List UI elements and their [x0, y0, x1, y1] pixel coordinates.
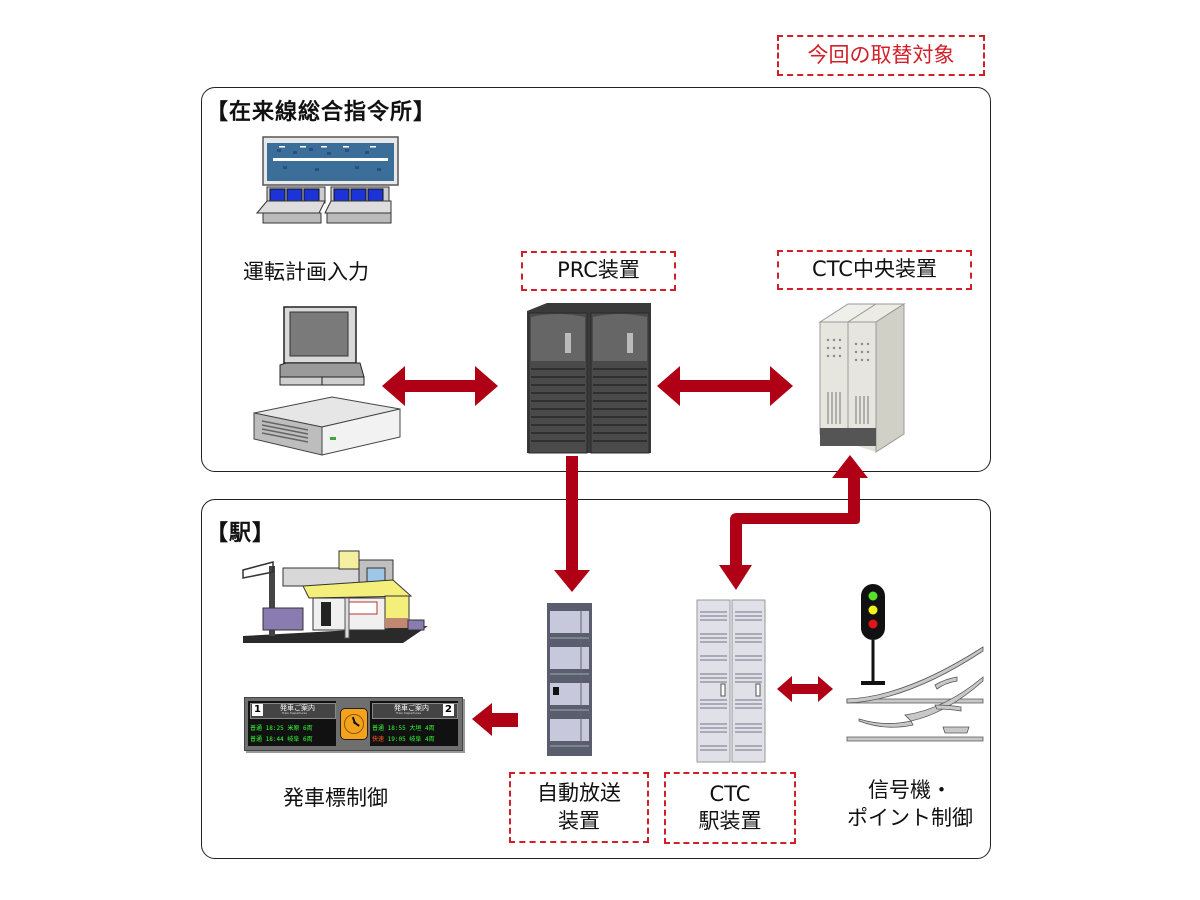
- signal-point-label-line2: ポイント制御: [847, 806, 973, 831]
- board-row-time: 18:25: [265, 725, 284, 732]
- railway-point-icon: [846, 646, 984, 742]
- ctc-central-server-icon: [818, 303, 906, 453]
- board-title-right: 発車ご案内: [394, 704, 429, 712]
- ctc-station-label-box: CTC 駅装置: [664, 772, 796, 844]
- auto-announcement-label-line1: 自動放送: [537, 781, 621, 806]
- server-box-icon: [253, 396, 401, 456]
- board-row-cars: 4両: [424, 736, 435, 743]
- ctc-station-label-line1: CTC: [709, 781, 751, 806]
- track-number-2: 2: [443, 704, 454, 716]
- departure-board-left: 1 発車ご案内 Train Departures 普通 18:25 米原 6両 …: [248, 701, 336, 746]
- board-subtitle-left: Train Departures: [282, 711, 307, 715]
- board-row-cars: 6両: [302, 725, 313, 732]
- replacement-target-legend: 今回の取替対象: [777, 35, 985, 76]
- board-row-time: 19:05: [387, 736, 406, 743]
- operation-plan-input-label: 運転計画入力: [243, 260, 369, 284]
- board-row-dest: 米原: [287, 725, 300, 732]
- ctc-central-device-label: CTC中央装置: [812, 257, 937, 282]
- clock-icon: [340, 708, 368, 740]
- signal-point-control-label: 信号機・ ポイント制御: [840, 776, 980, 833]
- station-panel: [201, 499, 991, 859]
- prc-device-label: PRC装置: [557, 258, 640, 283]
- departure-board-right: 2 発車ご案内 Train Departures 普通 18:55 大垣 4両 …: [370, 701, 458, 746]
- auto-announcement-label-box: 自動放送 装置: [509, 772, 649, 843]
- arrow-prc-auto-announcement: [554, 456, 590, 592]
- departure-board-icon: 1 発車ご案内 Train Departures 普通 18:25 米原 6両 …: [244, 697, 463, 751]
- board-row-type: 快速: [372, 736, 385, 743]
- ctc-station-rack-icon: [696, 599, 766, 763]
- ctc-station-label-line2: 駅装置: [698, 809, 762, 833]
- prc-device-label-box: PRC装置: [521, 251, 676, 291]
- ctc-central-device-label-box: CTC中央装置: [777, 250, 972, 290]
- board-row-type: 普通: [250, 736, 263, 743]
- board-subtitle-right: Train Departures: [396, 711, 421, 715]
- arrow-auto-announcement-board: [472, 703, 518, 736]
- legend-label: 今回の取替対象: [807, 42, 955, 67]
- arrow-ctc-central-ctc-station: [719, 455, 868, 590]
- board-row-cars: 6両: [302, 736, 313, 743]
- board-row-cars: 4両: [424, 725, 435, 732]
- command-center-title: 【在来線総合指令所】: [206, 100, 437, 125]
- signal-light-icon: [861, 584, 885, 685]
- arrow-prc-ctc-central: [657, 366, 793, 406]
- arrow-plan-input-prc: [382, 366, 498, 406]
- board-row-time: 18:44: [265, 736, 284, 743]
- arrow-ctc-station-signal: [777, 676, 833, 702]
- board-row-dest: 大垣: [409, 725, 422, 732]
- board-row-type: 普通: [372, 725, 385, 732]
- signal-point-label-line1: 信号機・: [868, 778, 952, 802]
- board-row-dest: 岐阜: [409, 736, 422, 743]
- auto-announcement-label-line2: 装置: [558, 808, 600, 833]
- board-row-time: 18:55: [387, 725, 406, 732]
- station-title: 【駅】: [206, 521, 276, 546]
- board-title-left: 発車ご案内: [280, 704, 315, 712]
- prc-server-icon: [527, 303, 651, 454]
- auto-announcement-rack-icon: [547, 603, 592, 756]
- departure-board-control-label: 発車標制御: [283, 786, 388, 810]
- board-row-dest: 岐阜: [287, 736, 300, 743]
- board-row-type: 普通: [250, 725, 263, 732]
- control-room-icon: [255, 136, 399, 224]
- track-number-1: 1: [252, 704, 263, 716]
- station-building-icon: [242, 550, 428, 643]
- laptop-icon: [279, 306, 365, 386]
